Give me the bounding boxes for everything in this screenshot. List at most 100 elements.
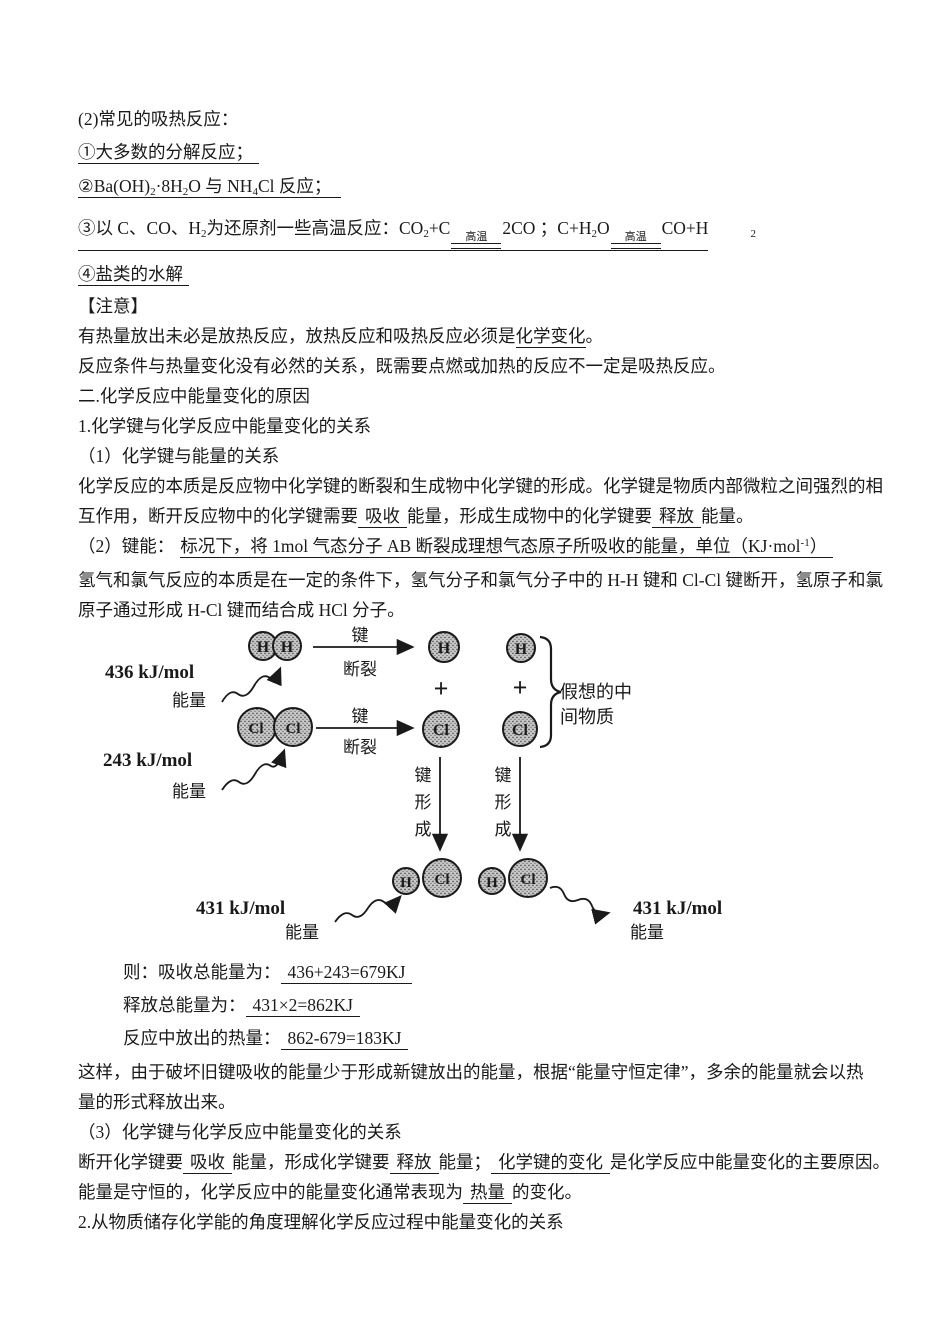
text: ·8H (155, 176, 183, 196)
reaction-condition: 高温 (451, 231, 502, 249)
cl-atom-circle (422, 858, 462, 898)
energy-value-431-right: 431 kJ/mol (633, 898, 722, 919)
text: 标况下，将 1mol 气态分子 AB 断裂成理想气态原子所吸收的能量，单位（KJ… (180, 536, 801, 556)
bond-form-arrow-2: 键 形 成 (495, 757, 529, 852)
cl-atom-intermediate-1: Cl (422, 710, 460, 748)
blank-answer: 化学键的变化 (491, 1152, 610, 1174)
text: 反应中放出的热量： (123, 1028, 281, 1048)
h-atom-circle (272, 631, 302, 661)
atom-label-cl: Cl (512, 722, 529, 739)
text: 的变化。 (512, 1182, 582, 1202)
stray-subscript: 2 (750, 228, 756, 240)
heading-2-2: 2.从物质储存化学能的角度理解化学反应过程中能量变化的关系 (78, 1207, 912, 1237)
text: 二.化学反应中能量变化的原因 (78, 386, 310, 406)
reaction-condition: 高温 (610, 231, 661, 249)
text-underlined: ①大多数的分解反应； (78, 142, 259, 164)
para-key-reason: 断开化学键要吸收能量，形成化学键要释放能量；化学键的变化是化学反应中能量变化的主… (78, 1147, 912, 1177)
bond-break-arrow-1: 键 断裂 (313, 626, 415, 679)
text: Cl 反应； (257, 176, 332, 196)
text: 化学反应的本质是反应物中化学键的断裂和生成物中化学键的形成。化学键是物质内部微粒… (78, 476, 883, 496)
atom-label-h: H (281, 639, 294, 656)
para-h2-cl2-1: 氢气和氯气反应的本质是在一定的条件下，氢气分子和氯气分子中的 H-H 键和 Cl… (78, 565, 912, 595)
line-absorbed-total: 则：吸收总能量为：436+243=679KJ (123, 957, 912, 987)
bond-label: 键 (352, 707, 369, 726)
intermediate-brace-group: 假想的中 间物质 (539, 635, 632, 749)
h-atom-intermediate-1: H (428, 631, 460, 663)
text: （3）化学键与化学反应中能量变化的关系 (78, 1122, 402, 1142)
para-bond-essence-1: 化学反应的本质是反应物中化学键的断裂和生成物中化学键的形成。化学键是物质内部微粒… (78, 471, 912, 501)
heading-2-1-1: （1）化学键与能量的关系 (78, 441, 912, 471)
atom-label-cl: Cl (249, 721, 264, 737)
energy-word: 能量 (285, 923, 319, 942)
hcl-energy-label-right: 431 kJ/mol 能量 (549, 885, 722, 942)
cl-atom-circle (422, 710, 460, 748)
document-body-top: (2)常见的吸热反应： ①大多数的分解反应； ②Ba(OH)2·8H2O 与 N… (78, 104, 912, 625)
text: ③以 C、CO、H (78, 218, 201, 238)
blank-answer: 释放 (652, 506, 701, 528)
wavy-arrow-436 (221, 666, 282, 703)
plus-sign: + (513, 673, 528, 702)
cl2-molecule: Cl Cl (237, 707, 313, 747)
break-label: 断裂 (343, 660, 377, 679)
energy-value-436: 436 kJ/mol (105, 662, 194, 683)
intermediate-label-line2: 间物质 (560, 707, 614, 727)
atom-label-h: H (438, 640, 451, 657)
subscript: 2 (201, 228, 207, 240)
line-salt-hydrolysis: ④盐类的水解 (78, 259, 912, 289)
para-conclusion-1: 这样，由于破坏旧键吸收的能量少于形成新键放出的能量，根据“能量守恒定律”，多余的… (78, 1057, 912, 1087)
blank-answer: 释放 (389, 1152, 439, 1174)
atom-label-h: H (486, 875, 498, 891)
wavy-arrow-431-left (334, 894, 402, 923)
double-line (451, 243, 502, 249)
text: （2）键能： (78, 536, 175, 556)
hh-energy-label: 436 kJ/mol 能量 (105, 662, 282, 710)
text: 1.化学键与化学反应中能量变化的关系 (78, 416, 372, 436)
hcl-molecule-2: H Cl (478, 858, 548, 898)
blank-answer: 热量 (463, 1182, 512, 1204)
answer-value: 862-679=183KJ (280, 1028, 409, 1050)
h-atom-circle (506, 633, 536, 663)
energy-value-243: 243 kJ/mol (103, 750, 192, 771)
line-heat-released: 反应中放出的热量：862-679=183KJ (123, 1023, 912, 1053)
form-label-1: 键 (415, 766, 432, 785)
condition-label: 高温 (624, 231, 647, 243)
text: 。 (585, 326, 604, 346)
form-label-3: 成 (415, 820, 432, 839)
h-atom-circle (392, 867, 420, 895)
double-line (610, 243, 661, 249)
h-atom-intermediate-2: H (506, 633, 536, 663)
hcl-energy-label-left: 431 kJ/mol 能量 (196, 894, 402, 942)
text-underlined: 标况下，将 1mol 气态分子 AB 断裂成理想气态原子所吸收的能量，单位（KJ… (180, 536, 834, 558)
superscript: -1 (800, 537, 810, 549)
form-label-2: 形 (415, 793, 432, 812)
h-atom-circle (478, 867, 506, 895)
cl-atom-circle (273, 707, 313, 747)
h2-molecule: H H (248, 631, 302, 661)
heading-2-1: 1.化学键与化学反应中能量变化的关系 (78, 411, 912, 441)
h-atom-circle (428, 631, 460, 663)
energy-word: 能量 (630, 923, 664, 942)
blank-answer: 吸收 (358, 506, 407, 528)
text: 反应条件与热量变化没有必然的关系，既需要点燃或加热的反应不一定是吸热反应。 (78, 356, 726, 376)
form-label-3: 成 (495, 820, 512, 839)
text: 为还原剂一些高温反应：CO (206, 218, 424, 238)
subscript: 2 (182, 186, 189, 198)
line-endothermic-heading: (2)常见的吸热反应： (78, 104, 912, 134)
text: 2.从物质储存化学能的角度理解化学反应过程中能量变化的关系 (78, 1212, 564, 1232)
text: 【注意】 (78, 296, 148, 316)
cl-atom-circle (508, 858, 548, 898)
line-bond-energy-definition: （2）键能：标况下，将 1mol 气态分子 AB 断裂成理想气态原子所吸收的能量… (78, 531, 912, 561)
plus-sign: + (434, 674, 449, 703)
text: 能量。 (701, 506, 754, 526)
para-heat-change: 能量是守恒的，化学反应中的能量变化通常表现为热量的变化。 (78, 1177, 912, 1207)
text: 能量； (438, 1152, 492, 1172)
atom-label-cl: Cl (286, 721, 301, 737)
bond-break-arrow-2: 键 断裂 (316, 707, 415, 757)
answer-value: 431×2=862KJ (245, 995, 360, 1017)
text: ） (809, 536, 828, 556)
bond-energy-diagram: 436 kJ/mol 能量 H H 键 断裂 H H + + 243 kJ/mo… (103, 626, 722, 942)
para-conclusion-2: 量的形式释放出来。 (78, 1087, 912, 1117)
text: 能量，形成生成物中的化学键要 (407, 506, 652, 526)
